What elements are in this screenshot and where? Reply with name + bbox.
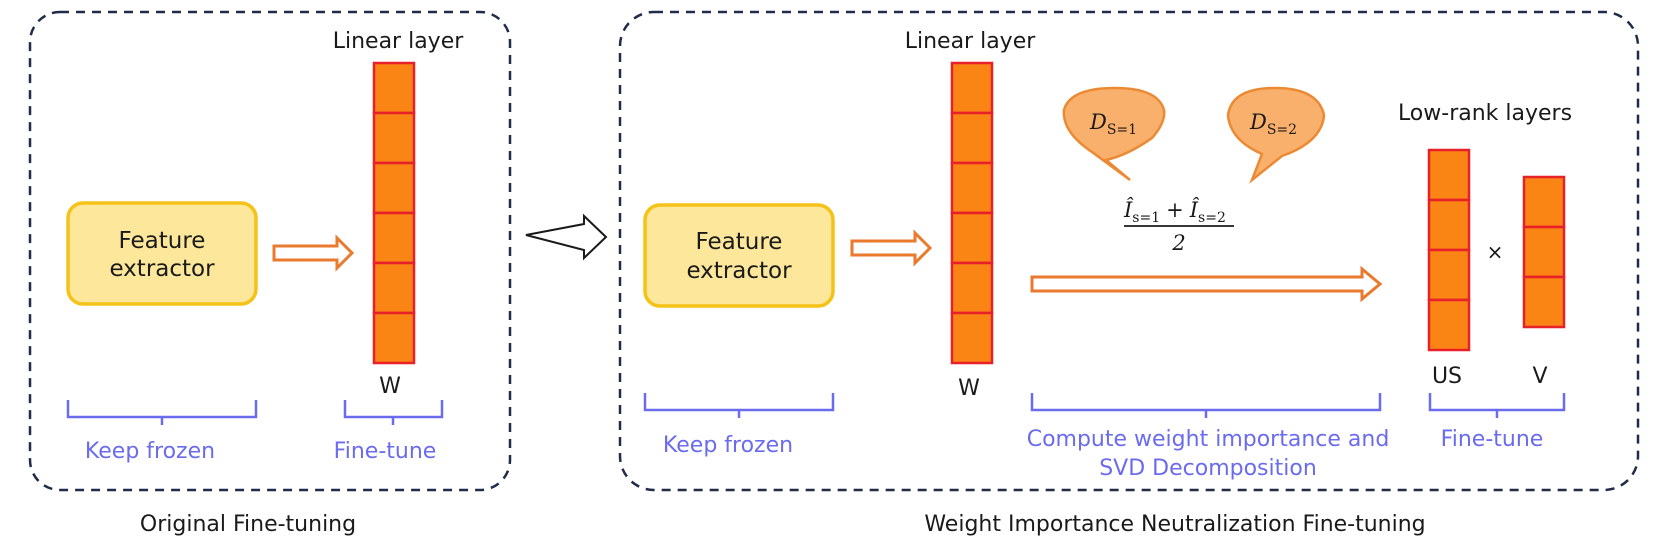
right-weight-cell: [950, 111, 994, 165]
right-weight-cell: [950, 311, 994, 365]
us-matrix-column: [1427, 148, 1471, 352]
left-feature-extractor-line1: Feature: [119, 228, 206, 254]
formula-numerator: Îs=1+Îs=2: [1123, 198, 1226, 226]
right-feature-extractor-box: [643, 203, 835, 308]
right-keep-frozen-label: Keep frozen: [663, 433, 793, 458]
bubble-d-s2-text: DS=2: [1249, 110, 1297, 138]
right-weight-cell: [950, 211, 994, 265]
right-feature-extractor-line2: extractor: [686, 258, 792, 284]
formula-denominator: 2: [1171, 231, 1185, 255]
us-cell: [1427, 148, 1471, 202]
v-cell: [1522, 175, 1566, 229]
left-weight-cell: [372, 111, 416, 165]
left-weight-cell: [372, 261, 416, 315]
us-cell: [1427, 298, 1471, 352]
importance-average-formula: Îs=1+Îs=2 2: [1123, 198, 1234, 255]
left-weight-cell: [372, 61, 416, 115]
times-symbol: ×: [1487, 240, 1504, 264]
left-weight-label: W: [379, 374, 401, 399]
left-feature-extractor-line2: extractor: [109, 256, 215, 282]
left-weight-cell: [372, 161, 416, 215]
low-rank-layers-label: Low-rank layers: [1398, 101, 1572, 126]
left-panel-border: [28, 10, 512, 492]
us-label: US: [1432, 364, 1462, 389]
us-cell: [1427, 198, 1471, 252]
v-cell: [1522, 225, 1566, 279]
right-fine-tune-label: Fine-tune: [1441, 427, 1544, 452]
left-fine-tune-brace: [343, 400, 444, 425]
right-feature-extractor-line1: Feature: [696, 229, 783, 255]
right-weight-cell: [950, 161, 994, 215]
us-cell: [1427, 248, 1471, 302]
right-linear-layer-label: Linear layer: [905, 29, 1037, 54]
bubble-d-s2: DS=2: [1226, 86, 1326, 184]
v-matrix-column: [1522, 175, 1566, 329]
compute-brace: [1030, 393, 1382, 418]
right-weight-cell: [950, 261, 994, 315]
left-keep-frozen-label: Keep frozen: [85, 439, 215, 464]
left-keep-frozen-brace: [66, 400, 258, 425]
left-fine-tune-label: Fine-tune: [334, 439, 437, 464]
right-weight-cell: [950, 61, 994, 115]
compute-label-line1: Compute weight importance and: [1027, 427, 1390, 452]
bubble-d-s1-shape: [1062, 86, 1166, 182]
right-weight-label: W: [958, 376, 980, 401]
left-weight-cell: [372, 211, 416, 265]
right-linear-layer-column: [950, 61, 994, 365]
left-arrow-extractor-to-linear: [272, 234, 355, 272]
left-weight-cell: [372, 311, 416, 365]
left-panel-caption: Original Fine-tuning: [140, 512, 356, 537]
transition-arrow: [525, 213, 608, 261]
right-panel-border: [618, 10, 1640, 492]
left-feature-extractor-box: [66, 201, 258, 306]
right-panel-caption: Weight Importance Neutralization Fine-tu…: [924, 512, 1425, 537]
right-arrow-extractor-to-linear: [850, 229, 933, 267]
bubble-d-s1-text: DS=1: [1089, 110, 1137, 138]
bubble-d-s1: DS=1: [1062, 86, 1166, 182]
v-label: V: [1532, 364, 1547, 389]
bubble-d-s2-shape: [1226, 86, 1326, 184]
right-fine-tune-brace: [1428, 393, 1566, 418]
compute-label-line2: SVD Decomposition: [1099, 456, 1317, 481]
right-keep-frozen-brace: [643, 393, 835, 418]
left-linear-layer-label: Linear layer: [333, 29, 465, 54]
left-linear-layer-column: [372, 61, 416, 365]
v-cell: [1522, 275, 1566, 329]
right-arrow-to-low-rank: [1030, 265, 1383, 303]
